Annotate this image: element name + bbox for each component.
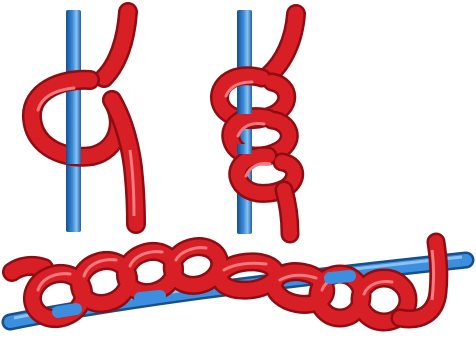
blue-core-strand: [237, 104, 252, 114]
blue-core-strand: [58, 309, 76, 312]
highlight-stroke: [432, 250, 434, 300]
blue-core-strand: [330, 276, 350, 278]
blue-core-strand: [237, 144, 252, 154]
red-cord-strand: [284, 190, 290, 234]
red-cord-strand: [104, 12, 128, 78]
red-cord-strand: [268, 14, 296, 76]
blue-core-strand: [66, 10, 81, 232]
panel-chain-horizontal: [10, 241, 466, 325]
panel-single-loop: [32, 10, 136, 232]
blue-core-strand: [140, 296, 160, 298]
blue-core-strand: [66, 140, 81, 164]
panel-chain-vertical: [219, 10, 296, 234]
chain-loops: [26, 241, 408, 325]
